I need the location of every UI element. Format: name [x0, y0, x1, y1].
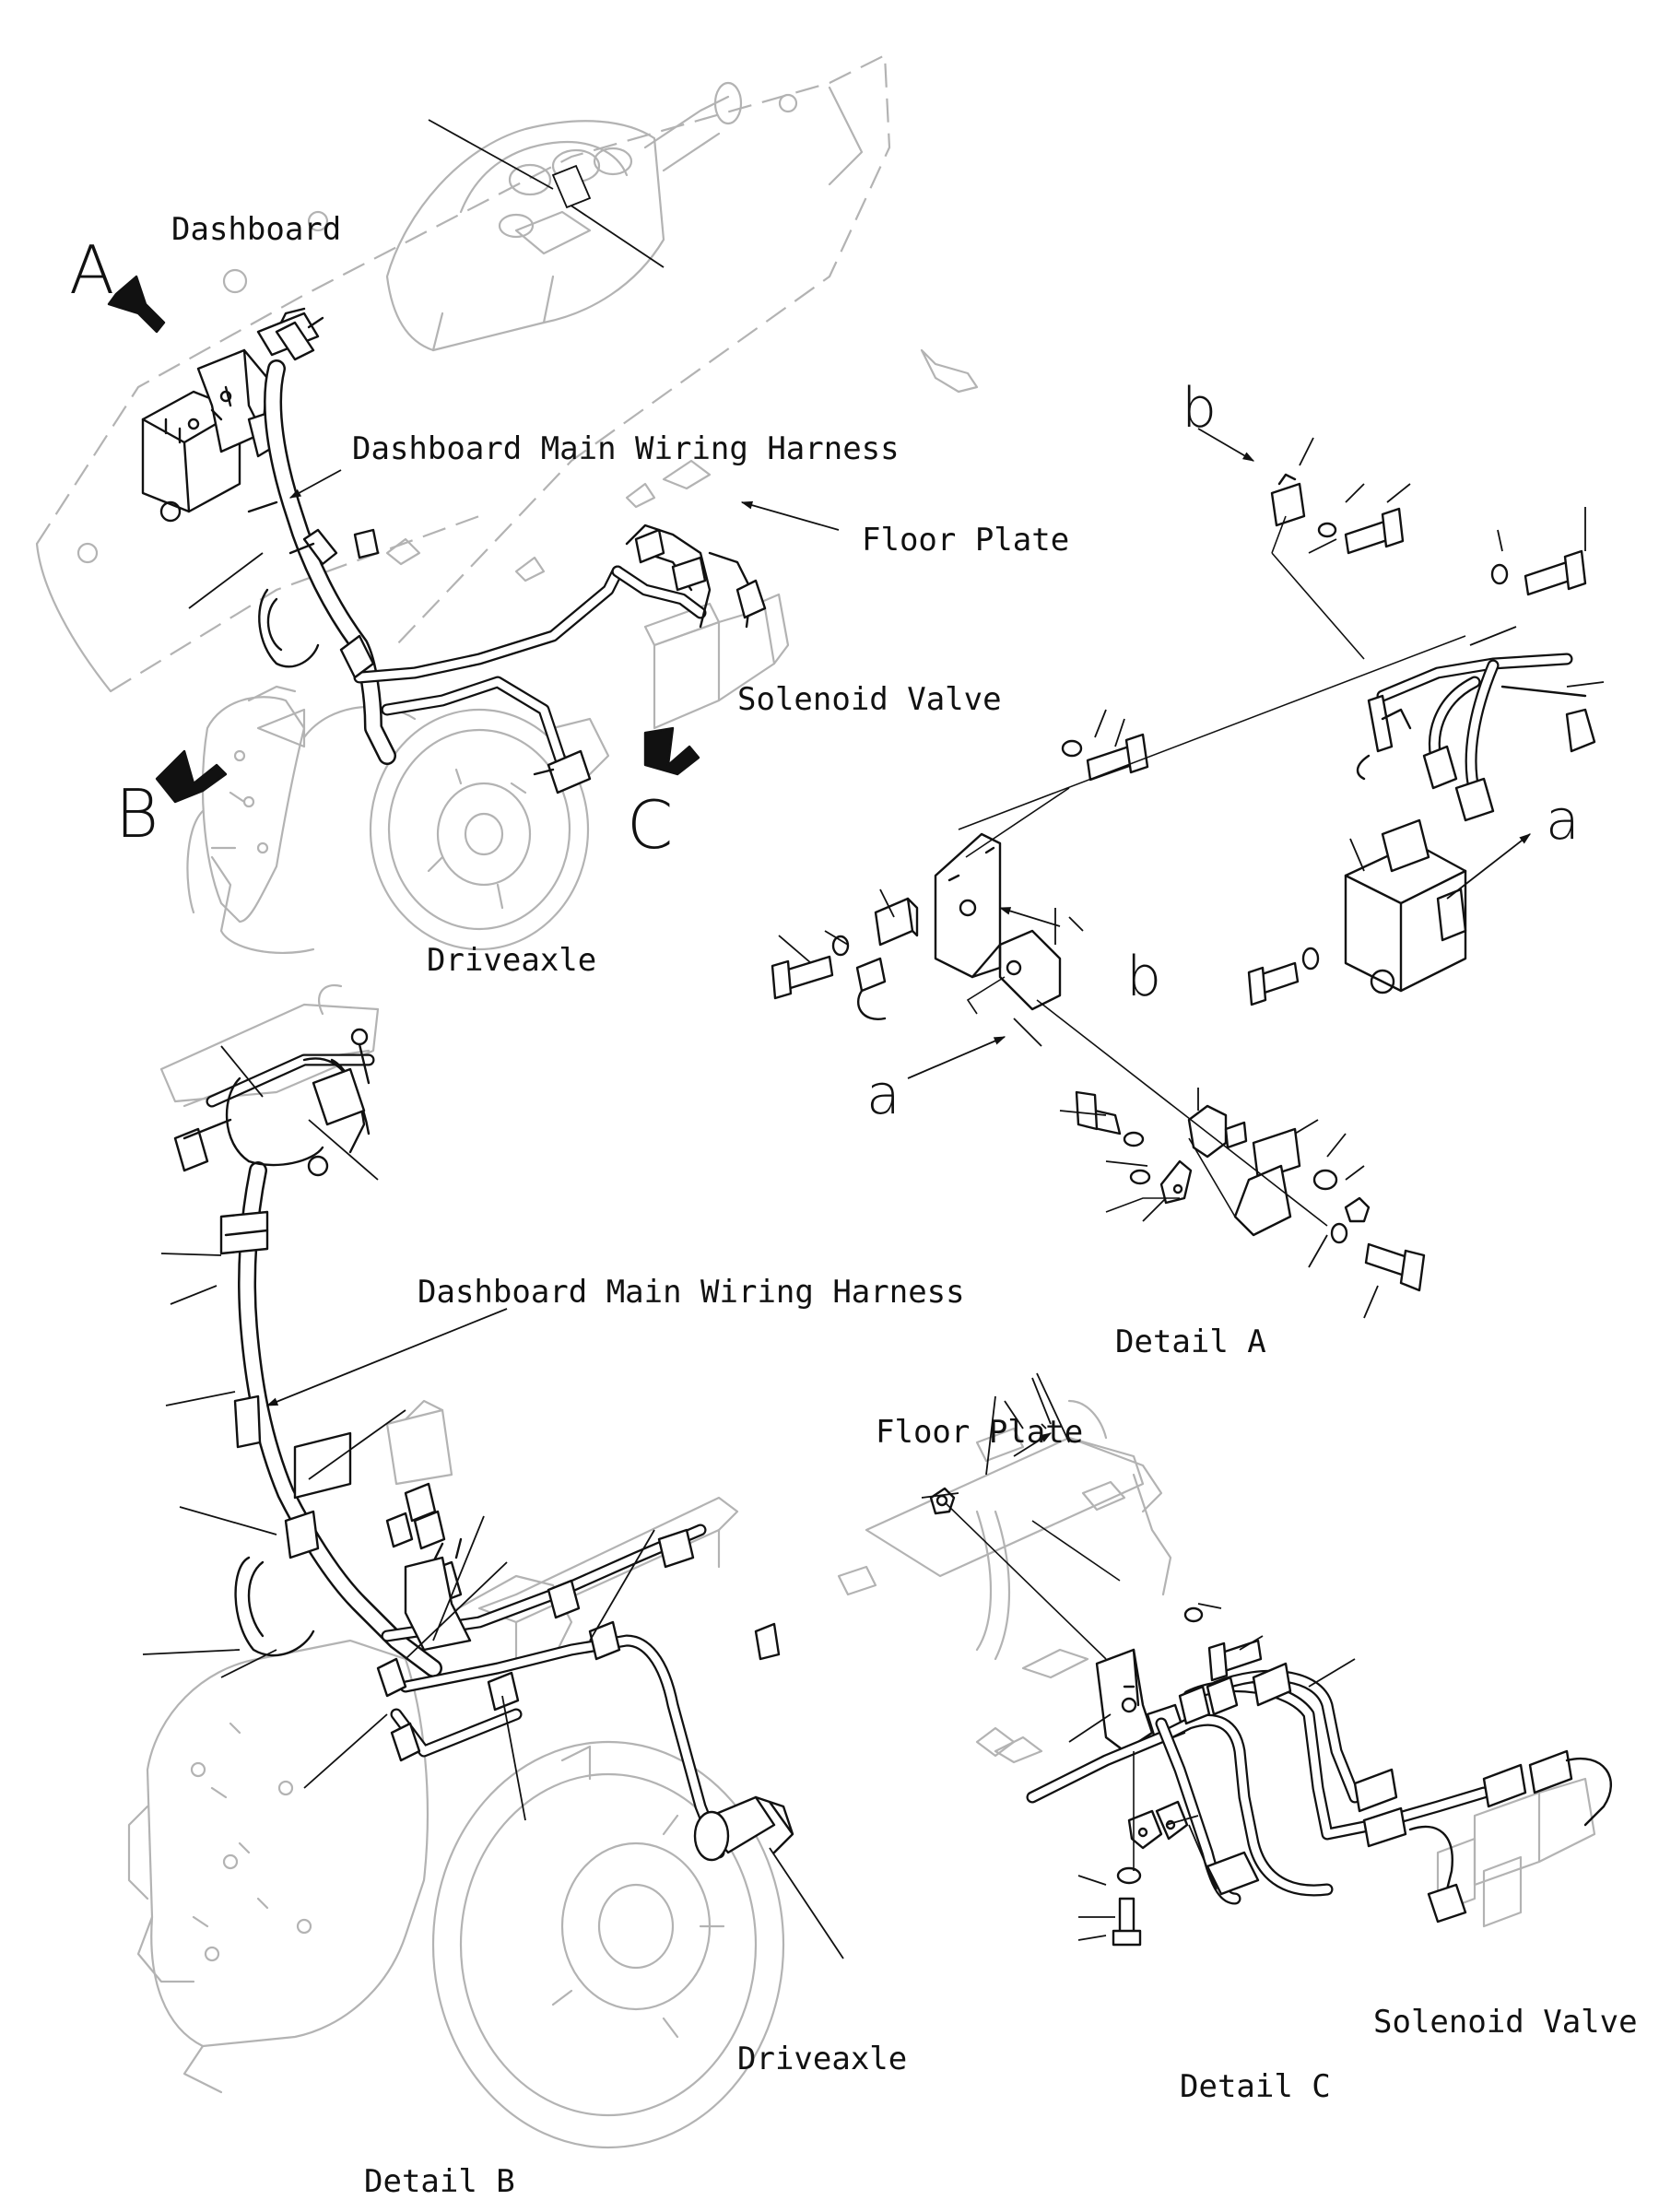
view-arrow-a	[107, 275, 166, 334]
view-arrow-c	[643, 726, 700, 776]
label-solenoid-valve-top: Solenoid Valve	[737, 681, 1002, 718]
label-ref-b-top: b	[1182, 376, 1217, 441]
label-solenoid-valve-detail-c: Solenoid Valve	[1373, 2004, 1638, 2041]
label-floor-plate-detail-c: Floor Plate	[876, 1414, 1083, 1451]
label-driveaxle-top: Driveaxle	[427, 942, 596, 979]
dashboard-console	[385, 81, 743, 352]
detail-c-illustration: Floor Plate Solenoid Valve Detail C	[837, 1372, 1638, 2105]
label-ref-a-mid: a	[866, 1063, 900, 1127]
label-driveaxle-detail-b: Driveaxle	[737, 2041, 907, 2077]
label-view-c: C	[627, 786, 673, 864]
label-ref-a-right: a	[1546, 788, 1580, 853]
label-dashboard: Dashboard	[171, 211, 341, 248]
label-dashboard-main-wiring-harness-top: Dashboard Main Wiring Harness	[352, 430, 900, 467]
label-detail-c: Detail C	[1180, 2068, 1331, 2105]
controller-box	[141, 348, 283, 523]
dashboard-main-wiring-harness	[247, 307, 767, 794]
overview-illustration: Dashboard Dashboard Main Wiring Harness …	[35, 53, 1069, 979]
label-view-b: B	[115, 775, 159, 853]
label-dashboard-main-wiring-harness-mid: Dashboard Main Wiring Harness	[418, 1274, 965, 1311]
label-detail-b: Detail B	[364, 2163, 515, 2200]
label-detail-a: Detail A	[1115, 1324, 1266, 1360]
label-floor-plate-top: Floor Plate	[862, 522, 1069, 559]
solenoid-valve	[643, 593, 790, 730]
view-arrow-b	[155, 749, 228, 804]
detail-b-illustration: Dashboard Main Wiring Harness Driveaxle …	[127, 983, 965, 2200]
driveaxle	[186, 685, 610, 955]
label-view-a: A	[69, 231, 114, 309]
detail-a-illustration: b a b a Detail A	[771, 376, 1605, 1360]
label-ref-b-mid: b	[1126, 945, 1161, 1009]
